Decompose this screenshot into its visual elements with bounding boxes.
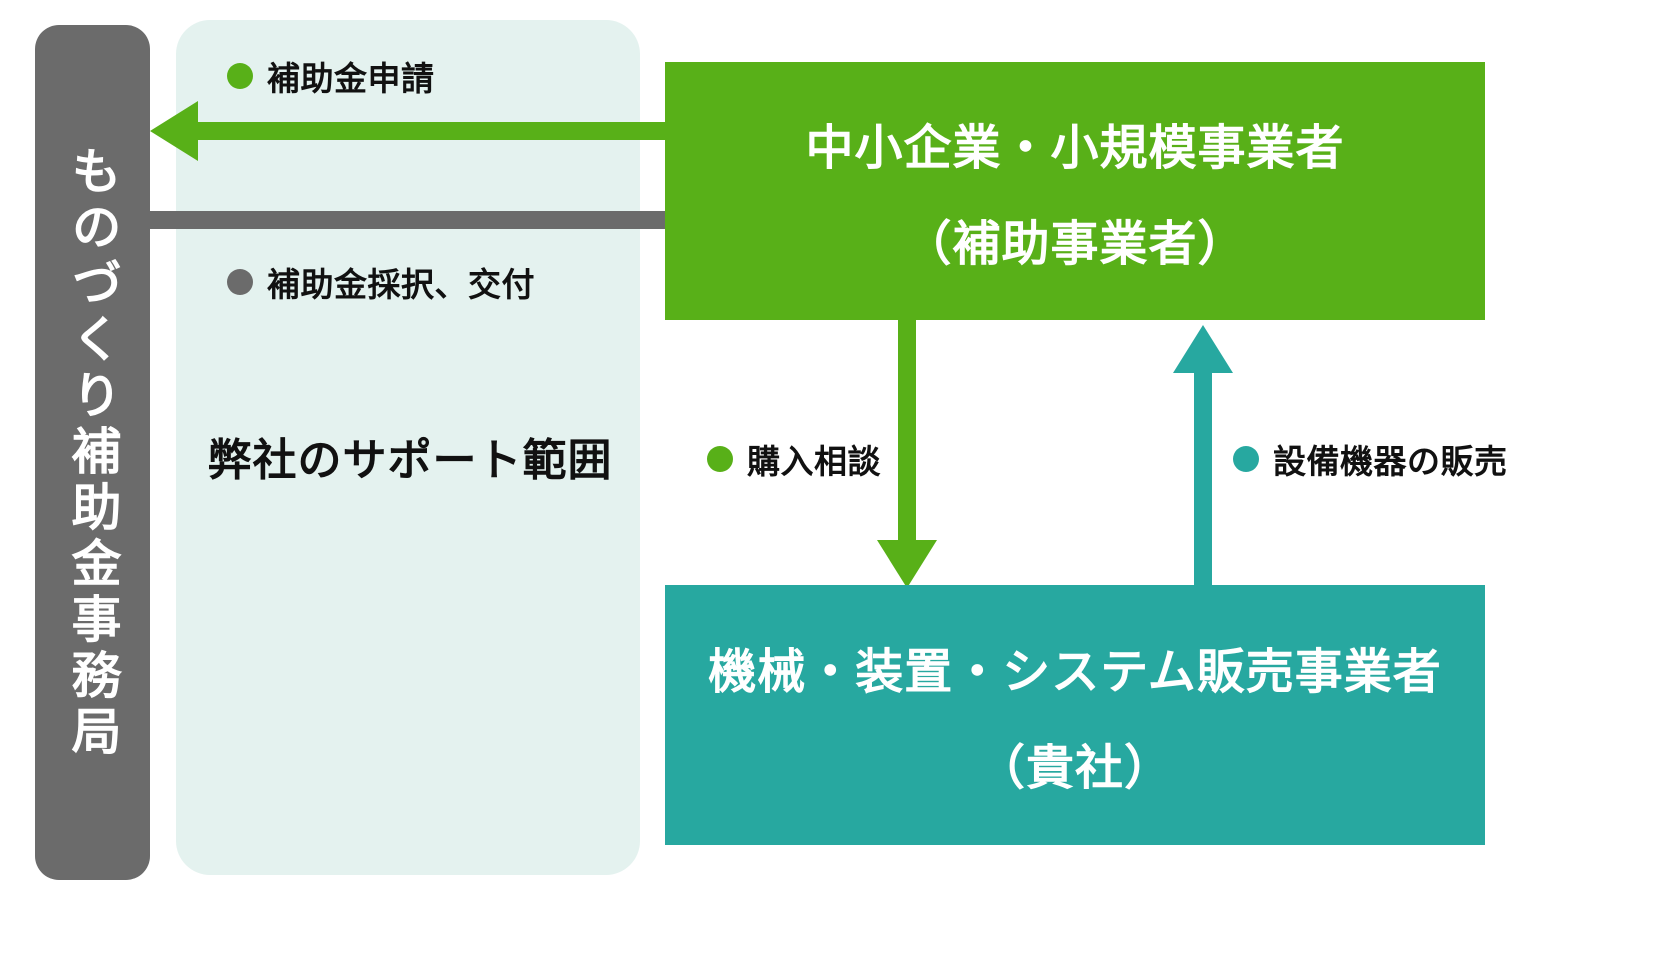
legend-grant: 補助金採択、交付 — [227, 258, 535, 306]
legend-apply-label: 補助金申請 — [267, 59, 435, 98]
arrow-shaft — [898, 320, 916, 542]
bullet-dot-icon — [707, 446, 733, 472]
arrow-head-down-icon — [877, 540, 937, 588]
legend-sell-label: 設備機器の販売 — [1273, 442, 1508, 481]
arrow-head-left-icon — [150, 101, 198, 161]
arrow-shaft — [196, 122, 816, 140]
actor-box-vendor: 機械・装置・システム販売事業者 （貴社） — [665, 585, 1485, 845]
actor-box-sme: 中小企業・小規模事業者 （補助事業者） — [665, 62, 1485, 320]
bullet-dot-icon — [1233, 446, 1259, 472]
actor-vendor-title: 機械・装置・システム販売事業者 — [708, 644, 1442, 700]
actor-vendor-subtitle: （貴社） — [976, 740, 1173, 796]
agency-bar: ものづくり補助金事務局 — [35, 25, 150, 880]
bullet-dot-icon — [227, 269, 253, 295]
agency-bar-label: ものづくり補助金事務局 — [63, 144, 122, 761]
support-scope-label: 弊社のサポート範囲 — [207, 435, 613, 486]
legend-apply: 補助金申請 — [227, 52, 435, 100]
legend-sell: 設備機器の販売 — [1233, 435, 1508, 483]
bullet-dot-icon — [227, 63, 253, 89]
arrow-shaft — [1194, 373, 1212, 587]
legend-consult: 購入相談 — [707, 435, 881, 483]
legend-consult-label: 購入相談 — [747, 442, 881, 481]
legend-grant-label: 補助金採択、交付 — [267, 265, 535, 304]
arrow-shaft — [150, 211, 770, 229]
arrow-head-up-icon — [1173, 325, 1233, 373]
actor-sme-subtitle: （補助事業者） — [903, 216, 1247, 272]
actor-sme-title: 中小企業・小規模事業者 — [805, 120, 1345, 176]
support-scope-panel — [176, 20, 640, 875]
